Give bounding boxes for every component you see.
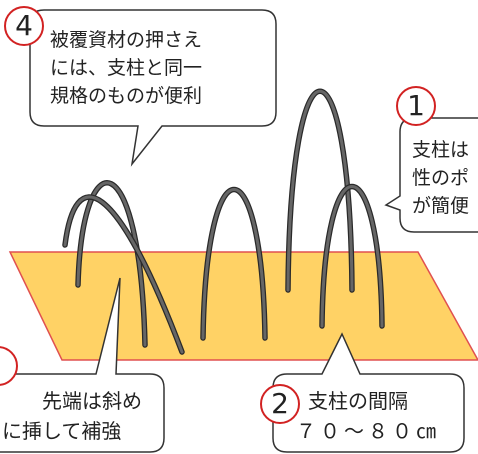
callout-line: に挿して補強: [2, 419, 122, 443]
callout-number-2: 2: [260, 384, 300, 424]
callout-line: 性のポ: [412, 167, 470, 189]
hoop-poles: [62, 88, 385, 355]
callout-line: 支柱の間隔: [308, 389, 408, 413]
callout-line: 先端は斜め: [42, 389, 142, 413]
callout-line: ７０～８０㎝: [296, 419, 440, 443]
hoop-pole: [63, 195, 184, 354]
callout-number-4: 4: [4, 6, 44, 46]
garden-bed: [8, 251, 478, 361]
callout-line: 支柱は: [412, 139, 470, 161]
callout-text-1: 支柱は 性のポ が簡便: [412, 136, 478, 220]
callout-number-1: 1: [396, 86, 436, 126]
hoop-pole: [286, 90, 354, 292]
callout-line: が簡便: [412, 195, 470, 217]
callout-text-4: 被覆資材の押さえ には、支柱と同一 規格のものが便利: [50, 26, 202, 110]
callout-line: 被覆資材の押さえ: [50, 29, 203, 51]
callout-bubble-3: [0, 277, 165, 453]
hoop-pole: [76, 181, 147, 347]
callout-line: 規格のものが便利: [50, 85, 203, 107]
hoop-pole: [320, 185, 384, 328]
hoop-pole: [201, 188, 267, 340]
callout-line: には、支柱と同一: [50, 57, 203, 79]
callout-text-2: 支柱の間隔 ７０～８０㎝: [296, 386, 440, 446]
callout-text-3: 先端は斜め に挿して補強: [2, 386, 142, 446]
